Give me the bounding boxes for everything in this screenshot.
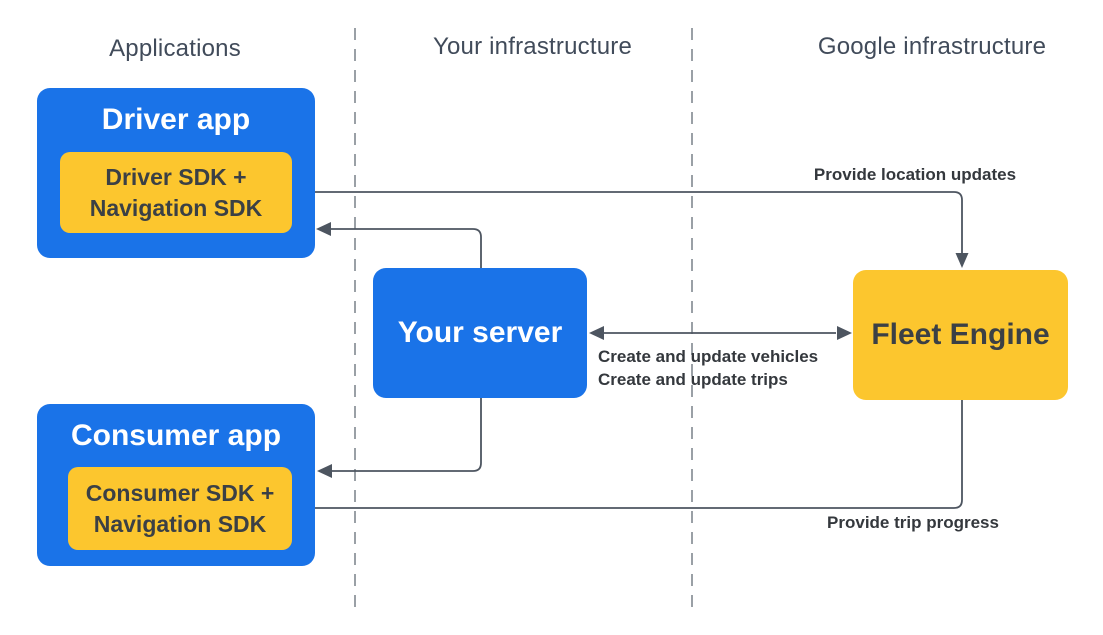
edge-label-provide-location-updates: Provide location updates xyxy=(813,165,1017,184)
edge-label-create-update: Create and update vehicles Create and up… xyxy=(598,345,818,391)
consumer-app-node: Consumer app Consumer SDK + Navigation S… xyxy=(37,404,315,566)
column-divider-right xyxy=(691,28,693,609)
your-server-node: Your server xyxy=(373,268,587,398)
driver-sdk-label-line1: Driver SDK + xyxy=(105,163,247,190)
edge-server-to-consumer-app xyxy=(317,398,482,478)
edge-label-create-update-trips: Create and update trips xyxy=(598,370,788,389)
consumer-app-title: Consumer app xyxy=(70,418,282,452)
edge-provide-location-updates xyxy=(292,191,969,268)
consumer-sdk-label-line1: Consumer SDK + xyxy=(85,479,275,506)
edge-server-to-consumer-app-line xyxy=(332,398,482,472)
edge-server-to-driver-app-arrowhead xyxy=(316,222,331,236)
edge-server-fleet-engine-arrowhead-right xyxy=(837,326,852,340)
edge-server-to-driver-app xyxy=(316,222,482,268)
fleet-engine-node: Fleet Engine xyxy=(853,270,1068,400)
column-header-applications: Applications xyxy=(109,35,241,62)
edge-provide-trip-progress-line xyxy=(309,400,963,509)
fleet-engine-title: Fleet Engine xyxy=(871,318,1050,351)
edge-provide-location-updates-arrowhead xyxy=(955,253,969,268)
edge-provide-location-updates-line xyxy=(292,191,963,254)
consumer-sdk-label-line2: Navigation SDK xyxy=(93,510,267,537)
edge-provide-trip-progress xyxy=(294,400,963,515)
column-header-your-infrastructure: Your infrastructure xyxy=(432,33,632,60)
edge-label-provide-trip-progress: Provide trip progress xyxy=(827,513,999,532)
edge-server-fleet-engine-sync xyxy=(589,326,852,340)
your-server-title: Your server xyxy=(397,316,563,349)
consumer-sdk-node: Consumer SDK + Navigation SDK xyxy=(68,467,292,550)
driver-app-node: Driver app Driver SDK + Navigation SDK xyxy=(37,88,315,258)
edge-label-create-update-vehicles: Create and update vehicles xyxy=(598,347,819,366)
edge-server-to-consumer-app-arrowhead xyxy=(317,464,332,478)
column-header-google-infrastructure: Google infrastructure xyxy=(817,33,1047,60)
driver-sdk-label-line2: Navigation SDK xyxy=(89,194,263,221)
edge-server-fleet-engine-arrowhead-left xyxy=(589,326,604,340)
column-divider-left xyxy=(354,28,356,609)
edge-server-to-driver-app-line xyxy=(331,228,482,268)
driver-sdk-node: Driver SDK + Navigation SDK xyxy=(60,152,292,233)
driver-app-title: Driver app xyxy=(101,103,251,136)
